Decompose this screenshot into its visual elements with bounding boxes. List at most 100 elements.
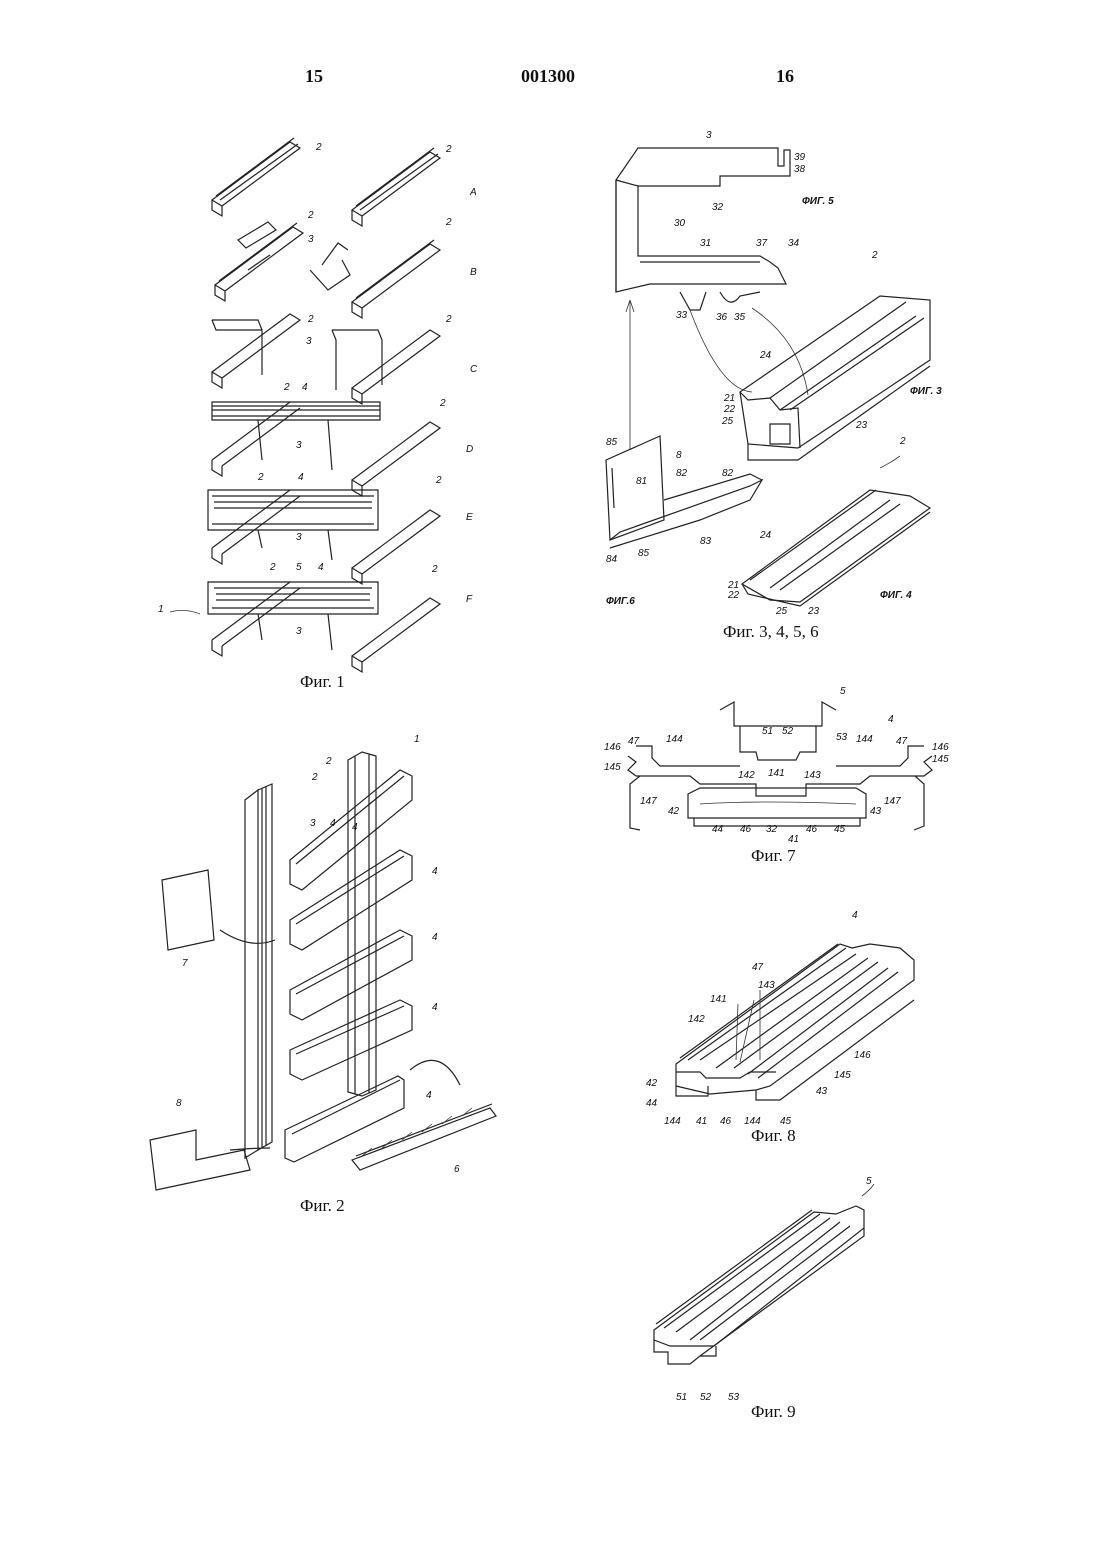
fig5-ref-label: 38: [794, 164, 806, 175]
fig3-ref-label: 22: [723, 404, 736, 415]
fig7-ref-label: 5: [840, 686, 846, 697]
fig1-ref-label: 2: [439, 398, 446, 409]
fig6-ref-label: 83: [700, 536, 712, 547]
fig7-ref-label: 32: [766, 824, 778, 835]
fig6-ref-label: 8: [676, 450, 682, 461]
fig4-ref-label: 22: [727, 590, 740, 601]
fig7-ref-label: 144: [666, 734, 683, 745]
fig7-ref-label: 44: [712, 824, 724, 835]
fig1-ref-label: 3: [308, 234, 314, 245]
fig6-ref-label: 85: [638, 548, 650, 559]
fig3-ref-label: 21: [723, 393, 735, 404]
fig2-ref-label: 3: [310, 818, 316, 829]
fig7-ref-label: 144: [856, 734, 873, 745]
fig7-ref-label: 147: [884, 796, 901, 807]
fig1-row-a: [212, 138, 440, 226]
fig8-ref-label: 143: [758, 980, 775, 991]
fig7-ref-label: 41: [788, 834, 799, 845]
figure-7: 5 4 51 52 53 144 144 47 47 146 146 145 1…: [604, 686, 949, 845]
fig5-inline-label: ФИГ. 5: [802, 196, 834, 207]
caption-fig9: Фиг. 9: [751, 1402, 796, 1422]
fig1-row-e: [208, 490, 440, 584]
fig7-ref-label: 53: [836, 732, 848, 743]
fig4-ref-label: 24: [759, 530, 772, 541]
fig7-ref-label: 145: [932, 754, 949, 765]
fig6-ref-label: 84: [606, 554, 618, 565]
fig1-row-b: [215, 222, 440, 318]
fig6-ref-label: 82: [722, 468, 734, 479]
fig7-ref-label: 145: [604, 762, 621, 773]
fig1-ref-label: 4: [318, 562, 324, 573]
fig1-ref-label: 2: [307, 314, 314, 325]
caption-fig8: Фиг. 8: [751, 1126, 796, 1146]
fig4-inline-label: ФИГ. 4: [880, 590, 912, 601]
fig6-inline-label: ФИГ.6: [606, 596, 635, 607]
fig1-ref-label: 3: [296, 440, 302, 451]
fig5-ref-label: 36: [716, 312, 728, 323]
fig2-ref-label: 4: [426, 1090, 432, 1101]
fig5-ref-label: 35: [734, 312, 746, 323]
fig1-ref-label: 3: [296, 626, 302, 637]
fig7-ref-label: 45: [834, 824, 846, 835]
fig5-ref-label: 39: [794, 152, 806, 163]
fig1-ref-label: 2: [445, 144, 452, 155]
fig5-ref-label: 3: [706, 130, 712, 141]
fig7-ref-label: 47: [628, 736, 640, 747]
fig6-ref-label: 82: [676, 468, 688, 479]
caption-fig7: Фиг. 7: [751, 846, 796, 866]
fig1-ref-label: 2: [315, 142, 322, 153]
fig1-row-label-d: D: [466, 444, 473, 455]
figure-3-4-5-6: 3 39 38 32 30 31 37 34 33 36 35 ФИГ. 5 2…: [606, 130, 942, 617]
fig3-ref-label: 24: [759, 350, 772, 361]
fig1-row-label-c: C: [470, 364, 478, 375]
fig5-ref-label: 33: [676, 310, 688, 321]
fig1-ref-label: 2: [257, 472, 264, 483]
figure-2: 1 2 2 3 4 4 4 4 4 4 7 8 6: [150, 734, 496, 1190]
caption-fig3456: Фиг. 3, 4, 5, 6: [723, 622, 819, 642]
fig7-ref-label: 4: [888, 714, 894, 725]
fig1-row-label-e: E: [466, 512, 473, 523]
fig8-ref-label: 47: [752, 962, 764, 973]
fig7-ref-label: 46: [806, 824, 818, 835]
fig8-ref-label: 41: [696, 1116, 707, 1127]
fig8-ref-label: 43: [816, 1086, 828, 1097]
fig7-ref-label: 141: [768, 768, 785, 779]
fig1-row-label-a: A: [469, 187, 477, 198]
fig7-ref-label: 47: [896, 736, 908, 747]
fig1-ref-label: 2: [435, 475, 442, 486]
fig6-ref-label: 81: [636, 476, 647, 487]
caption-fig2: Фиг. 2: [300, 1196, 345, 1216]
fig1-row-label-f: F: [466, 594, 473, 605]
fig1-ref-label: 2: [445, 314, 452, 325]
fig7-ref-label: 52: [782, 726, 794, 737]
fig1-ref-label: 2: [307, 210, 314, 221]
fig2-ref-label: 4: [352, 822, 358, 833]
fig1-row-d: [212, 402, 440, 496]
fig1-ref-label: 5: [296, 562, 302, 573]
fig3-ref-label: 2: [871, 250, 878, 261]
fig7-ref-label: 143: [804, 770, 821, 781]
figure-8: 4 47 143 141 142 146 42 145 44 43 144 41…: [646, 910, 914, 1127]
figure-1: 2 2 2 2 3 2 3 2 2 4 3 2 2 4 3 2 2 5 4 3 …: [158, 138, 478, 672]
fig1-ref-label: 3: [306, 336, 312, 347]
fig8-ref-label: 146: [854, 1050, 871, 1061]
fig2-ref-label: 1: [414, 734, 420, 745]
fig8-ref-label: 42: [646, 1078, 658, 1089]
fig6-ref-label: 85: [606, 437, 618, 448]
fig5-ref-label: 30: [674, 218, 686, 229]
fig8-ref-label: 145: [834, 1070, 851, 1081]
fig2-ref-label: 2: [325, 756, 332, 767]
figure-9: 5 51 52 53: [654, 1176, 874, 1403]
fig5-ref-label: 34: [788, 238, 800, 249]
fig2-ref-label: 4: [432, 932, 438, 943]
fig3-ref-label: 25: [721, 416, 734, 427]
fig4-ref-label: 2: [899, 436, 906, 447]
fig7-ref-label: 42: [668, 806, 680, 817]
fig1-ref-label: 4: [298, 472, 304, 483]
fig2-ref-label: 4: [432, 1002, 438, 1013]
fig8-ref-label: 142: [688, 1014, 705, 1025]
fig1-ref-label: 2: [269, 562, 276, 573]
fig1-ref-label: 1: [158, 604, 164, 615]
fig5-ref-label: 31: [700, 238, 711, 249]
